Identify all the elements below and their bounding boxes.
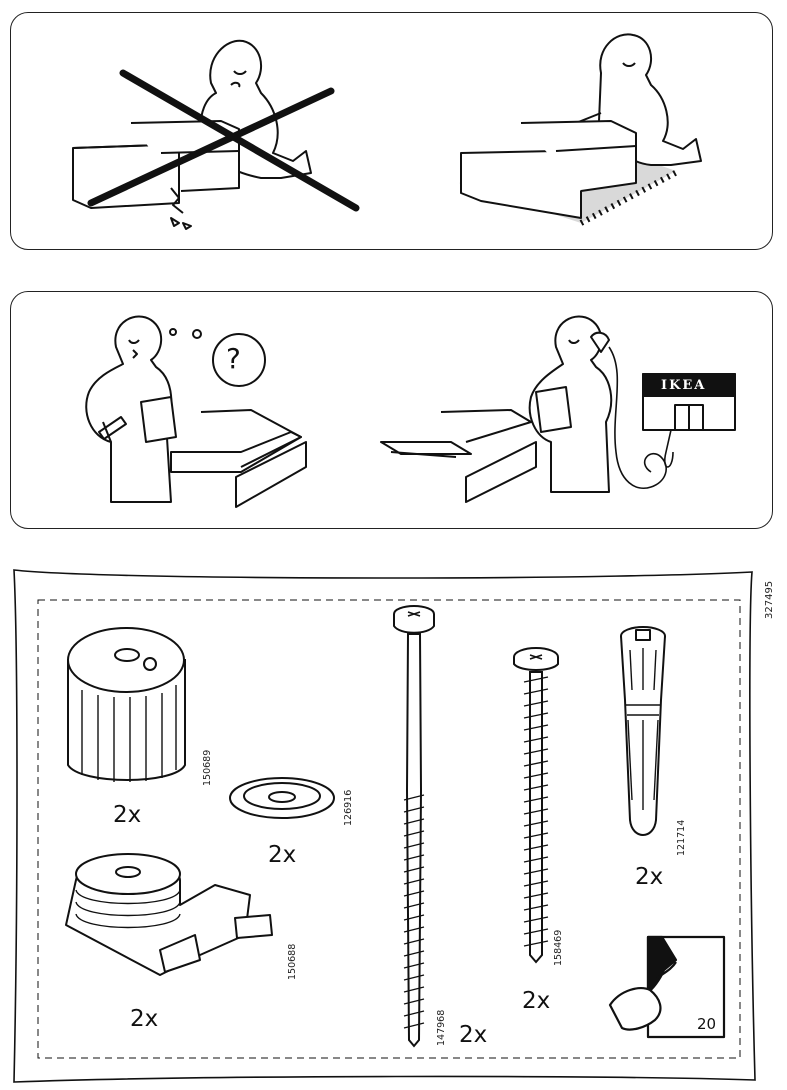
- question-bubble: [212, 333, 266, 387]
- part-number-washer: 126916: [343, 789, 354, 826]
- hard-floor-scene: [72, 39, 312, 230]
- confused-scene: [85, 315, 307, 508]
- quantity-washer: 2x: [268, 842, 297, 868]
- short-screw-part: [513, 647, 559, 964]
- help-illustration: [85, 315, 736, 508]
- long-screw-part: [393, 605, 435, 1048]
- carpet-scene: [459, 33, 702, 226]
- cap-part: [67, 627, 186, 782]
- phone-icon: [590, 331, 667, 489]
- store-icon: [642, 373, 736, 468]
- quantity-wall-plug: 2x: [635, 864, 664, 890]
- reference-page-number: 20: [697, 1015, 717, 1033]
- parts-bag-seam: [37, 599, 741, 1059]
- instruction-panel-help: ? IKEA: [10, 291, 773, 529]
- hammer-icon: [98, 416, 127, 443]
- part-number-adjuster: 150688: [287, 943, 298, 980]
- manual-icon: [535, 386, 572, 433]
- adjuster-part: [65, 853, 273, 976]
- document-number: 327495: [764, 580, 775, 619]
- quantity-short-screw: 2x: [522, 988, 551, 1014]
- part-number-short-screw: 158469: [553, 929, 564, 966]
- instruction-panel-surface: [10, 12, 773, 250]
- wall-plug-part: [620, 626, 666, 836]
- cross-icon: [87, 69, 360, 212]
- quantity-long-screw: 2x: [459, 1022, 488, 1048]
- part-number-wall-plug: 121714: [676, 819, 687, 856]
- store-sign: IKEA: [661, 378, 707, 393]
- part-number-cap: 150689: [202, 749, 213, 786]
- washer-part: [229, 777, 335, 819]
- question-mark: ?: [226, 342, 241, 375]
- quantity-adjuster: 2x: [130, 1006, 159, 1032]
- person-icon: [528, 315, 613, 493]
- part-number-long-screw: 147968: [436, 1009, 447, 1046]
- surface-illustration: [72, 33, 702, 230]
- manual-icon: [140, 396, 177, 443]
- quantity-cap: 2x: [113, 802, 142, 828]
- calling-scene: [380, 315, 736, 503]
